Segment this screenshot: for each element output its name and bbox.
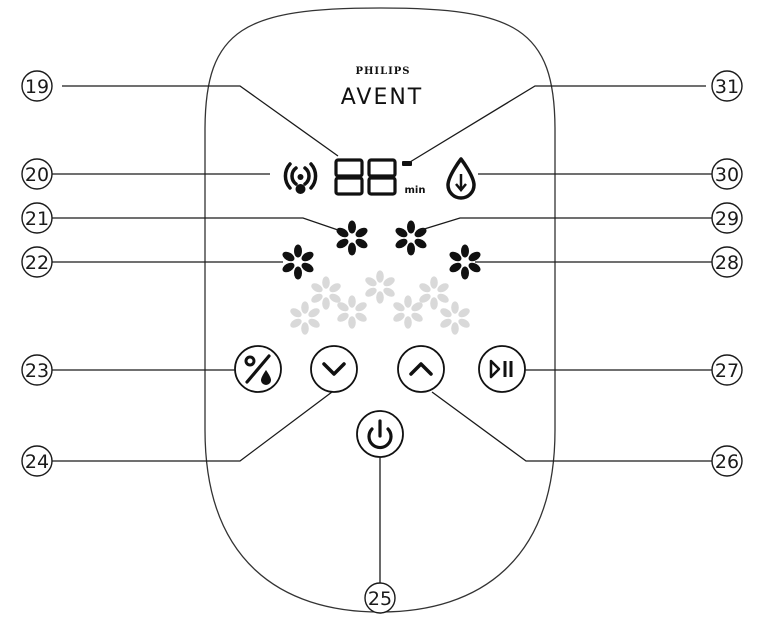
decrease-button[interactable] (310, 345, 358, 393)
display-digits: 88 (0, 0, 2, 1)
callout-31: 31 (711, 70, 743, 102)
percent-drop-icon (244, 355, 256, 367)
callout-30: 30 (711, 158, 743, 190)
callout-23: 23 (21, 354, 53, 386)
svg-text:27: 27 (715, 360, 739, 382)
callout-19: 19 (21, 70, 53, 102)
callout-25: 25 (364, 582, 396, 614)
svg-text:23: 23 (25, 360, 49, 382)
play-pause-button[interactable] (478, 345, 526, 393)
svg-text:19: 19 (25, 76, 49, 98)
svg-text:30: 30 (715, 164, 739, 186)
callout-20: 20 (21, 158, 53, 190)
svg-text:26: 26 (715, 451, 739, 473)
callout-29: 29 (711, 202, 743, 234)
callout-24: 24 (21, 445, 53, 477)
svg-text:28: 28 (715, 252, 739, 274)
battery-icon (402, 161, 412, 166)
callout-26: 26 (711, 445, 743, 477)
power-button[interactable] (356, 410, 404, 458)
svg-text:31: 31 (715, 76, 739, 98)
svg-text:24: 24 (25, 451, 49, 473)
svg-text:22: 22 (25, 252, 49, 274)
callout-28: 28 (711, 246, 743, 278)
mode-button[interactable] (234, 345, 282, 393)
callout-21: 21 (21, 202, 53, 234)
time-unit-label: min (405, 185, 426, 196)
stimulation-mode-icon (283, 162, 318, 194)
callout-27: 27 (711, 354, 743, 386)
brand-product: AVENT (341, 85, 424, 110)
callout-22: 22 (21, 246, 53, 278)
power-icon (367, 419, 393, 450)
svg-text:29: 29 (715, 208, 739, 230)
increase-button[interactable] (397, 345, 445, 393)
svg-text:20: 20 (25, 164, 49, 186)
timer-display (334, 158, 397, 196)
play-pause-icon (489, 359, 513, 379)
svg-text:21: 21 (25, 208, 49, 230)
svg-text:25: 25 (368, 588, 392, 610)
expression-mode-icon (446, 157, 476, 200)
chevron-down-icon (322, 362, 346, 376)
leader-lines (51, 85, 712, 583)
chevron-up-icon (409, 362, 433, 376)
brand-maker: PHILIPS (355, 66, 410, 77)
